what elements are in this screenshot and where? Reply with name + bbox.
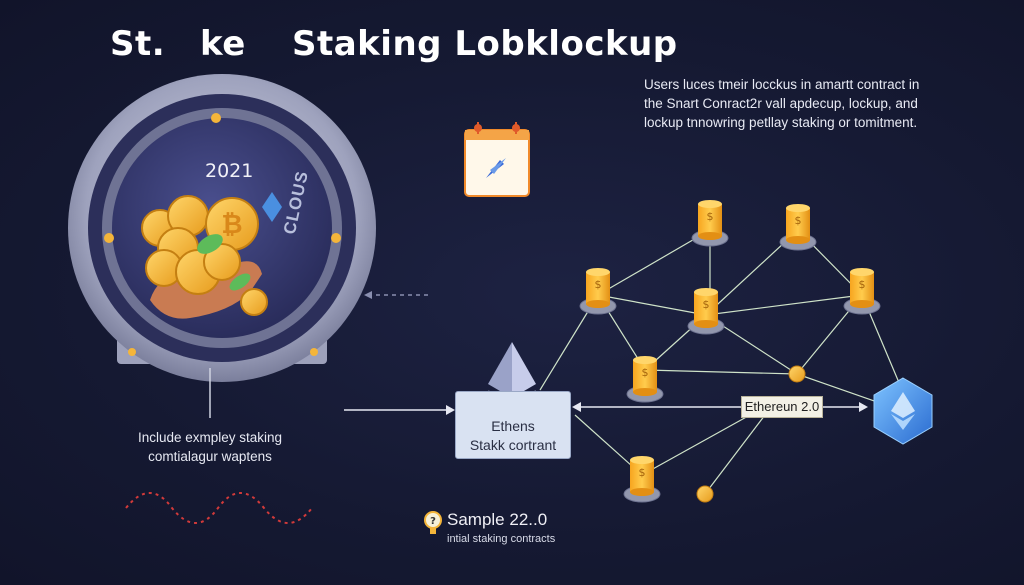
contract-subtitle: Stakk cortrant <box>469 437 557 453</box>
description-line-1: Users luces tmeir locckus in amartt cont… <box>644 77 920 92</box>
coin-stack-node: $ <box>687 288 725 335</box>
coin-symbol: $ <box>595 278 602 291</box>
arrow-head <box>364 291 372 299</box>
left-caption-line-1: Include exmpley staking <box>137 430 283 445</box>
coin-symbol: $ <box>859 278 866 291</box>
network-label: Ethereun 2.0 <box>741 396 823 418</box>
left-caption-line-2: comtialagur waptens <box>148 449 272 464</box>
network-nodes: $ $ $ $ $ $ $ <box>579 200 881 503</box>
vault-bolt <box>104 233 114 243</box>
coin-stack-node: $ <box>779 204 817 251</box>
coin-node <box>788 365 806 383</box>
coin-symbol: $ <box>639 466 646 479</box>
vault-bolt <box>128 348 136 356</box>
title-part-1: St. <box>110 24 166 64</box>
ethereum-cube-icon <box>873 377 933 445</box>
coin-symbol: $ <box>795 214 802 227</box>
coin-stack-node: $ <box>626 356 664 403</box>
bitcoin-coin-icon <box>203 243 241 281</box>
contract-name: Ethens <box>491 418 535 434</box>
coin-stack-node: $ <box>623 456 661 503</box>
leaf-icon <box>229 273 251 291</box>
arrow-head <box>859 402 868 412</box>
coin-icon <box>240 288 268 316</box>
arrow-head <box>446 405 455 415</box>
coin-stack-node: $ <box>843 268 881 315</box>
staking-contract-box: Ethens Stakk cortrant <box>455 391 571 459</box>
leaf-icon <box>197 234 223 254</box>
sample-subtitle: intial staking contracts <box>447 533 556 545</box>
coin-symbol: $ <box>642 366 649 379</box>
svg-text:₿: ₿ <box>221 210 242 240</box>
description-line-2: the Snart Conract2r vall apdecup, lockup… <box>644 96 918 111</box>
coin-node <box>696 485 714 503</box>
coin-symbol: $ <box>703 298 710 311</box>
lightbulb-icon: ? <box>424 511 442 534</box>
calendar-icon <box>464 122 530 197</box>
red-wave-decoration <box>125 492 313 524</box>
coin-stack-node: $ <box>691 200 729 247</box>
vault-illustration: ₿ <box>68 74 376 418</box>
sample-title: Sample 22..0 <box>447 510 548 529</box>
vault-bolt <box>331 233 341 243</box>
arrow-head <box>572 402 581 412</box>
svg-text:?: ? <box>430 516 436 527</box>
vault-bolt <box>211 113 221 123</box>
vault-bolt <box>310 348 318 356</box>
description-line-3: lockup tnnowring petllay staking or tomi… <box>644 115 918 130</box>
title-main: Staking Lobklockup <box>292 24 678 64</box>
vault-year: 2021 <box>205 160 254 182</box>
coin-stack-node: $ <box>579 268 617 315</box>
coin-symbol: $ <box>707 210 714 223</box>
ethereum-icon <box>262 192 282 222</box>
title-part-2: ke <box>200 24 246 64</box>
